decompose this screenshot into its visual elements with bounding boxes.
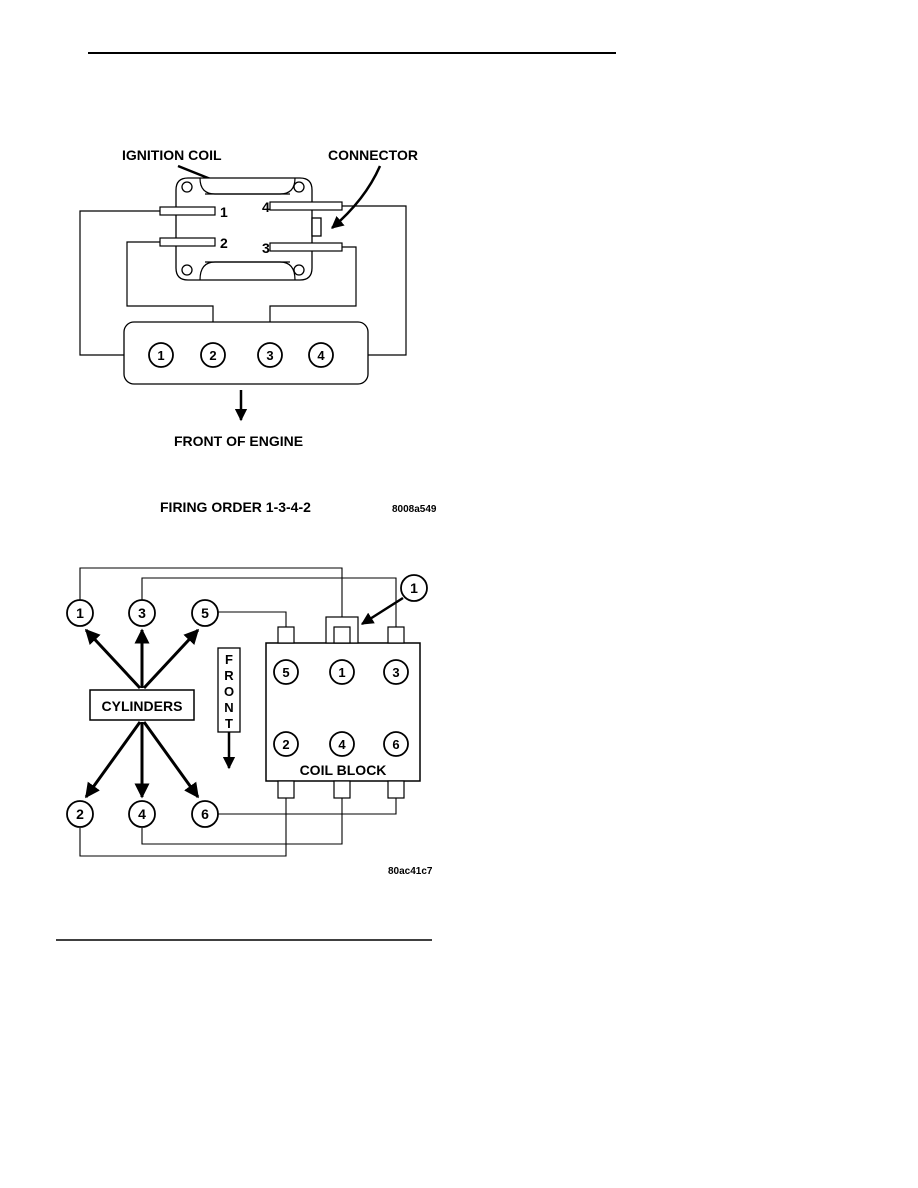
cyl-1-circle: [66, 599, 94, 627]
coil-terminal-4: 4: [262, 199, 270, 215]
engine-block: [123, 321, 369, 385]
cyl-bottom-4: 4: [138, 806, 146, 822]
ignition-coil-label: IGNITION COIL: [122, 147, 222, 163]
coil-bolt-hole: [181, 264, 193, 276]
coil-bottom-2: 2: [282, 737, 289, 752]
coil-tower-1: [333, 626, 351, 644]
coil-block-label: COIL BLOCK: [300, 762, 387, 778]
wire-cyl4: [141, 798, 343, 845]
wire-4: [334, 205, 407, 356]
coil-tower-6: [387, 780, 405, 799]
cyl-4-circle: [128, 800, 156, 828]
coil-top-3-circle: [383, 659, 409, 685]
cyl-5-circle: [191, 599, 219, 627]
coil-terminal-1: 1: [220, 204, 228, 220]
arrow-to-cyl-1: [84, 628, 142, 690]
diagram1-ref-code: 8008a549: [392, 504, 437, 515]
callout-circle: [400, 574, 428, 602]
front-letter-o: O: [224, 684, 234, 699]
cyl-top-1: 1: [76, 605, 84, 621]
cyl-top-5: 5: [201, 605, 209, 621]
cyl-2-circle: [66, 800, 94, 828]
connector-pointer-arrow: [331, 165, 382, 229]
coil-top-5-circle: [273, 659, 299, 685]
wire-2: [126, 241, 214, 344]
wire-cyl1: [79, 567, 343, 617]
wire-1: [79, 210, 160, 356]
wire-cyl5: [218, 611, 287, 627]
cylinders-box: [89, 689, 195, 721]
coil-top-1: 1: [338, 665, 345, 680]
coil-tower-2: [277, 780, 295, 799]
front-letter-t: T: [225, 716, 233, 731]
coil-tower-3: [387, 626, 405, 644]
diagram-6cyl: 1 3 5 2 4 6 CYLINDERS F R O N T: [66, 567, 433, 877]
cylinder-2-circle: [200, 342, 226, 368]
arrow-to-cyl-2: [84, 721, 142, 799]
diagram2-ref-code: 80ac41c7: [388, 866, 433, 877]
wire-3: [269, 246, 357, 344]
coil-terminal-3: 3: [262, 240, 270, 256]
diagram-4cyl: IGNITION COIL CONNECTOR 1 2 3 4: [79, 147, 437, 515]
coil-tower-3: [269, 242, 343, 252]
cyl-6-circle: [191, 800, 219, 828]
coil-tower-1: [159, 206, 216, 216]
coil-bottom-6-circle: [383, 731, 409, 757]
cylinders-label: CYLINDERS: [102, 698, 183, 714]
cylinder-1: 1: [157, 348, 164, 363]
cyl-bottom-6: 6: [201, 806, 209, 822]
coil-bolt-hole: [181, 181, 193, 193]
cylinder-1-circle: [148, 342, 174, 368]
cylinder-4-circle: [308, 342, 334, 368]
callout-number: 1: [410, 580, 418, 596]
cylinder-2: 2: [209, 348, 216, 363]
cylinder-3: 3: [266, 348, 273, 363]
firing-order-label: FIRING ORDER 1-3-4-2: [160, 499, 311, 515]
coil-top-1-circle: [329, 659, 355, 685]
coil-bottom-6: 6: [392, 737, 399, 752]
callout-arrow: [360, 596, 404, 626]
coil-tower-4: [269, 201, 343, 211]
coil-bottom-2-circle: [273, 731, 299, 757]
arrow-to-cyl-5: [142, 628, 200, 690]
coil-connector: [311, 217, 322, 237]
connector-label: CONNECTOR: [328, 147, 418, 163]
arrow-to-cyl-6: [142, 721, 200, 799]
front-letter-n: N: [224, 700, 233, 715]
coil-bottom-4: 4: [338, 737, 346, 752]
front-of-engine-label: FRONT OF ENGINE: [174, 433, 303, 449]
coil-tower-2: [159, 237, 216, 247]
front-letter-r: R: [224, 668, 234, 683]
coil-top-5: 5: [282, 665, 289, 680]
cyl-3-circle: [128, 599, 156, 627]
coil-terminal-2: 2: [220, 235, 228, 251]
cyl-bottom-2: 2: [76, 806, 84, 822]
coil-tower-4: [333, 780, 351, 799]
wire-cyl2: [79, 798, 287, 857]
cyl-top-3: 3: [138, 605, 146, 621]
ignition-coil-body: [175, 177, 313, 281]
coil-bolt-hole: [293, 264, 305, 276]
coil-top-3: 3: [392, 665, 399, 680]
front-letter-f: F: [225, 652, 233, 667]
coil-tower-5: [277, 626, 295, 644]
cylinder-3-circle: [257, 342, 283, 368]
coil-bolt-hole: [293, 181, 305, 193]
cylinder-4: 4: [317, 348, 325, 363]
coil-bottom-4-circle: [329, 731, 355, 757]
wire-cyl6: [218, 798, 397, 815]
